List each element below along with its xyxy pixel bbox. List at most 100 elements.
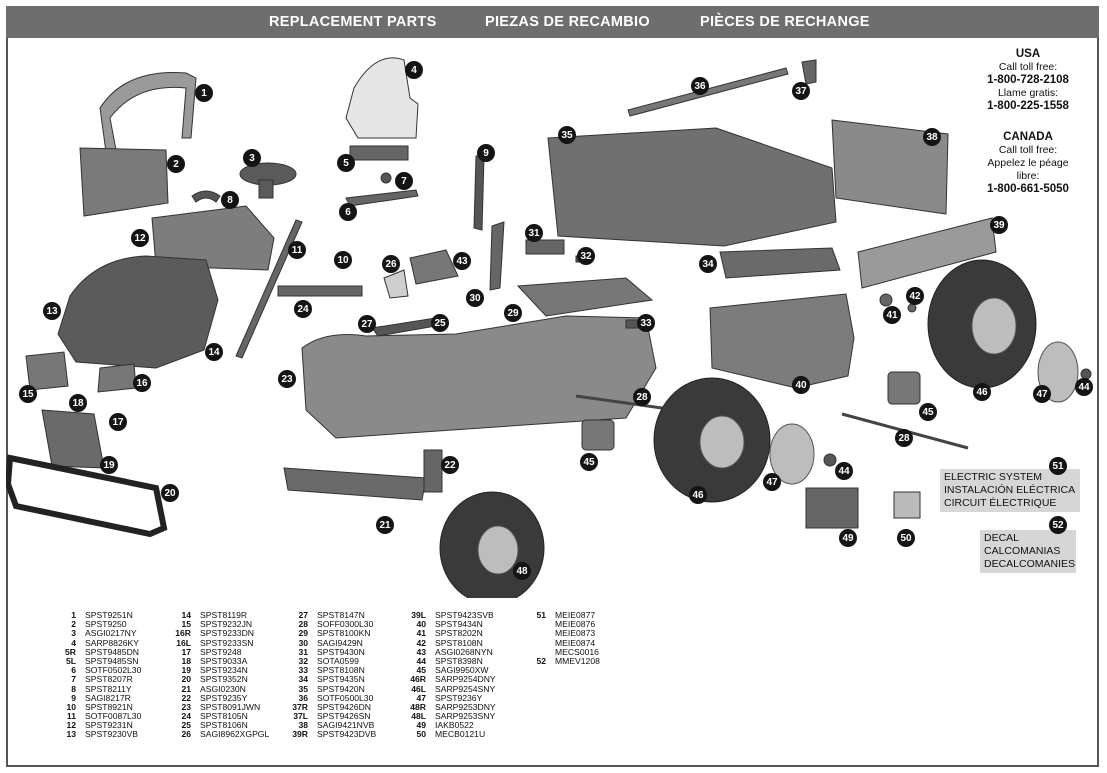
label-8: 8 — [221, 191, 239, 209]
part-number: 46L — [411, 683, 426, 694]
label-14: 14 — [205, 343, 223, 361]
part-number — [520, 639, 546, 648]
part-number: 52 — [536, 655, 546, 666]
part-number: 42 — [416, 637, 426, 648]
part-code: SPST8921N — [85, 701, 133, 712]
electric-line2: INSTALACIÓN ELÉCTRICA — [944, 484, 1076, 496]
label-46-a: 46 — [689, 486, 707, 504]
part-number — [520, 629, 546, 638]
part-number: 40 — [416, 619, 426, 630]
part-number: 16R — [175, 628, 191, 639]
part-code: SPST9234N — [200, 665, 248, 676]
label-28-front: 28 — [633, 388, 651, 406]
electric-line1: ELECTRIC SYSTEM — [944, 471, 1043, 483]
part-number: 7 — [71, 674, 76, 685]
label-39: 39 — [990, 216, 1008, 234]
part-code: SOTA0599 — [317, 655, 359, 666]
decal-line1: DECAL — [984, 532, 1020, 544]
header-bar: REPLACEMENT PARTS PIEZAS DE RECAMBIO PIÈ… — [6, 6, 1099, 38]
part-code: SPST8106N — [200, 720, 248, 731]
exploded-parts-diagram: 1 2 3 4 5 6 7 8 9 10 11 12 13 14 15 16 1… — [4, 38, 1099, 605]
part-code: SARP9254SNY — [435, 683, 496, 694]
part-45-rear — [887, 371, 921, 405]
table-row: 7 SPST8207R — [50, 675, 141, 684]
part-number: 20 — [181, 674, 191, 685]
part-code: SPST9420N — [317, 683, 365, 694]
label-33: 33 — [637, 314, 655, 332]
label-48: 48 — [513, 562, 531, 580]
part-code: SPST9250 — [85, 619, 127, 630]
label-26: 26 — [382, 255, 400, 273]
part-code: SARP8826KY — [85, 637, 139, 648]
part-number: 32 — [298, 655, 308, 666]
part-number: 22 — [181, 692, 191, 703]
part-number: 27 — [298, 610, 308, 620]
part-6 — [345, 189, 419, 207]
part-number: 30 — [298, 637, 308, 648]
part-7 — [380, 172, 392, 184]
part-code: SPST9434N — [435, 619, 483, 630]
part-number: 51 — [536, 610, 546, 620]
part-code: SPST8108N — [317, 665, 365, 676]
table-row: MECS0016 — [520, 647, 600, 657]
part-hood — [57, 255, 219, 369]
part-code: SPST9430N — [317, 646, 365, 657]
part-code: SPST8091JWN — [200, 701, 261, 712]
part-31 — [525, 239, 565, 255]
label-45-a: 45 — [580, 453, 598, 471]
label-47-b: 47 — [1033, 385, 1051, 403]
label-27: 27 — [358, 315, 376, 333]
part-code: SPST8207R — [85, 674, 133, 685]
part-chassis — [709, 293, 855, 389]
label-46-b: 46 — [973, 383, 991, 401]
part-code: SPST9231N — [85, 720, 133, 731]
part-number: 49 — [416, 720, 426, 731]
label-9: 9 — [477, 144, 495, 162]
part-number: 18 — [181, 655, 191, 666]
part-code: SPST8398N — [435, 655, 483, 666]
part-code: MEIE0874 — [555, 637, 596, 648]
electric-line3: CIRCUIT ÉLECTRIQUE — [944, 497, 1057, 509]
part-code: SPST8105N — [200, 711, 248, 722]
part-number: 39R — [292, 729, 308, 740]
table-row: MEIE0876 — [520, 619, 600, 629]
label-21: 21 — [376, 516, 394, 534]
part-21 — [283, 467, 427, 501]
part-code: SPST9423SVB — [435, 610, 494, 620]
label-5: 5 — [337, 154, 355, 172]
part-code: SPST9426SN — [317, 711, 371, 722]
part-number: 9 — [71, 692, 76, 703]
part-number — [520, 620, 546, 629]
part-code: IAKB0522 — [435, 720, 474, 731]
label-44-b: 44 — [1075, 378, 1093, 396]
canada-line1: Call toll free: — [998, 144, 1058, 156]
label-6: 6 — [339, 203, 357, 221]
part-41 — [879, 293, 893, 307]
label-30: 30 — [466, 289, 484, 307]
label-45-b: 45 — [919, 403, 937, 421]
table-row: 32 SOTA0599 — [282, 655, 376, 666]
part-number: 38 — [298, 720, 308, 731]
part-number: 8 — [71, 683, 76, 694]
part-code: SPST9233SN — [200, 637, 254, 648]
part-code: ASGI0268NYN — [435, 646, 493, 657]
part-number: 6 — [71, 665, 76, 676]
